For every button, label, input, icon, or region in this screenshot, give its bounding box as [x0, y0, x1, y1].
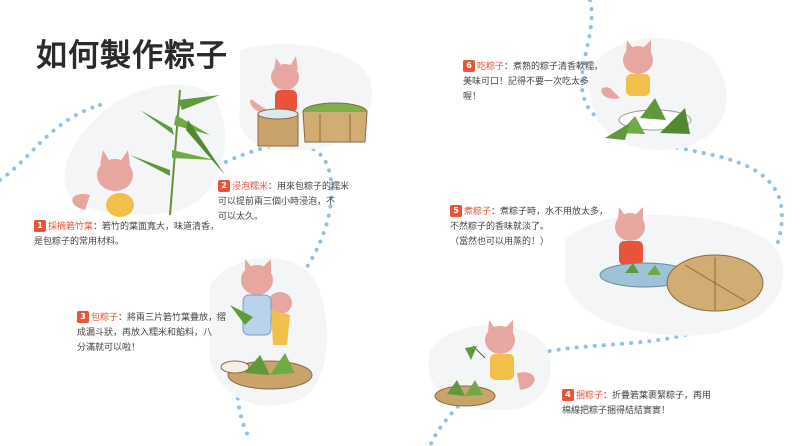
step-number-badge: 2 — [218, 180, 230, 192]
step-title: 包粽子 — [91, 313, 119, 323]
page-title: 如何製作粽子 — [36, 38, 228, 74]
step-text: ：箬竹的葉面寬大，味道清香， 是包粽子的常用材料。 — [34, 222, 220, 247]
step-text: ：將兩三片箬竹葉疊放，摺 成漏斗狀，再放入糯米和餡料，八 分滿就可以啦！ — [77, 313, 227, 353]
step-title: 捆粽子 — [576, 391, 604, 401]
fox-with-wooden-tubs-icon — [250, 56, 368, 147]
step-number-badge: 6 — [463, 60, 475, 72]
fox-with-bamboo-leaves-icon — [72, 89, 225, 217]
step-title: 採摘箬竹葉 — [48, 222, 94, 232]
fox-tying-zongzi-icon — [434, 320, 535, 407]
step-title: 煮粽子 — [464, 207, 492, 217]
fox-eating-zongzi-icon — [601, 40, 692, 140]
step-text: ：用來包粽子的糯米 可以提前兩三個小時浸泡，不 可以太久。 — [218, 182, 350, 222]
step-title: 吃粽子 — [477, 62, 505, 72]
step-text: ：折疊箬葉裹緊粽子，再用 棉線把粽子捆得結結實實！ — [562, 391, 712, 416]
step-number-badge: 5 — [450, 205, 462, 217]
foxes-wrapping-zongzi-icon — [220, 259, 313, 390]
fox-with-pot-icon — [599, 207, 764, 312]
step-text: ：煮熟的粽子清香軟糯， 美味可口！記得不要一次吃太多 喔！ — [463, 62, 604, 102]
step-number-badge: 4 — [562, 389, 574, 401]
step-text: ：煮粽子時，水不用放太多， 不然粽子的香味就淡了。 （當然也可以用蒸的！） — [450, 207, 609, 247]
step-title: 浸泡糯米 — [232, 182, 269, 192]
step-number-badge: 3 — [77, 311, 89, 323]
step-number-badge: 1 — [34, 220, 46, 232]
